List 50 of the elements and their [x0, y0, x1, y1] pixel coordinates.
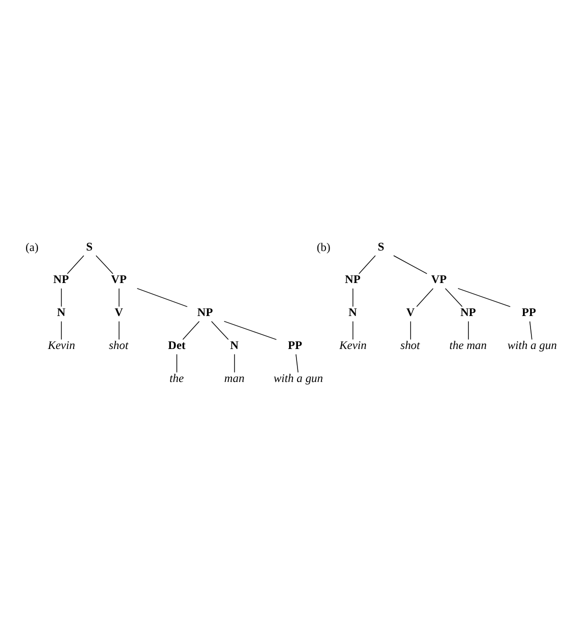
connector: [118, 288, 120, 307]
connector: [182, 321, 200, 340]
label: (b): [316, 241, 330, 254]
node-text: the man: [449, 338, 487, 352]
connector: [60, 288, 62, 307]
node-text: S: [86, 240, 93, 254]
node-text: V: [114, 306, 124, 320]
node-text: Kevin: [48, 338, 76, 352]
connector: [224, 320, 277, 340]
node-text: N: [56, 306, 66, 320]
connector: [352, 288, 354, 307]
node-text: PP: [522, 306, 536, 320]
connector: [410, 321, 411, 340]
node-text: shot: [400, 338, 420, 352]
node-text: N: [230, 338, 239, 352]
node-text: V: [406, 306, 415, 320]
connector: [416, 288, 434, 307]
connector: [60, 321, 62, 340]
node-text: man: [224, 372, 244, 385]
connector: [234, 354, 235, 373]
connector: [176, 354, 178, 373]
connector: [358, 255, 376, 274]
node-text: VP: [431, 273, 447, 286]
node-text: NP: [197, 306, 213, 320]
node-text: the: [169, 372, 184, 385]
label: (a): [26, 241, 39, 254]
connector: [458, 288, 511, 308]
node-text: with a gun: [507, 338, 557, 352]
node-text: N: [348, 306, 357, 320]
connector: [352, 321, 354, 340]
node-text: NP: [460, 306, 476, 320]
connector: [444, 288, 463, 307]
node-text: NP: [344, 273, 360, 286]
connector: [118, 321, 120, 340]
connector: [296, 354, 298, 373]
node-text: PP: [288, 338, 302, 352]
connector: [393, 255, 428, 274]
node-text: Det: [168, 338, 186, 352]
node-text: NP: [53, 273, 69, 286]
node-text: Kevin: [339, 338, 367, 352]
node-text: with a gun: [274, 372, 323, 385]
connector: [136, 288, 188, 308]
connector: [67, 255, 84, 274]
connector: [211, 321, 229, 340]
node-text: S: [378, 240, 384, 254]
node-text: shot: [108, 338, 128, 352]
connector: [468, 321, 469, 340]
connector: [529, 321, 532, 340]
connector: [96, 255, 114, 274]
node-text: VP: [111, 273, 127, 286]
